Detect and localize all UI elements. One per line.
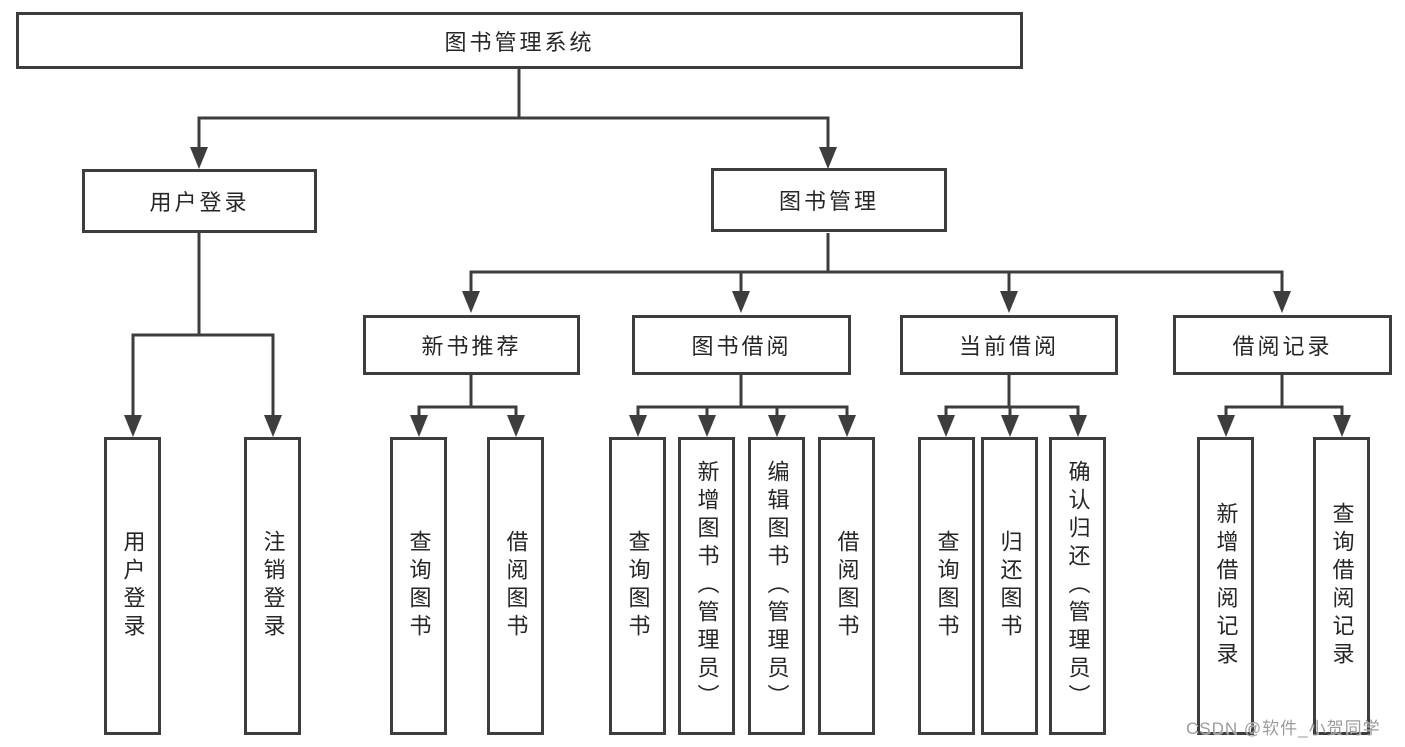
node-label: 注销登录 bbox=[260, 530, 286, 642]
node-label: 新增借阅记录 bbox=[1213, 502, 1239, 670]
leaf-return-books: 归还图书 bbox=[981, 437, 1038, 735]
node-label: 借阅图书 bbox=[834, 530, 860, 642]
node-book-management-branch: 图书管理 bbox=[711, 168, 947, 232]
node-label: 用户登录 bbox=[120, 530, 146, 642]
node-label: 借阅记录 bbox=[1232, 334, 1333, 359]
node-label: 查询借阅记录 bbox=[1329, 502, 1355, 670]
node-current-borrow: 当前借阅 bbox=[900, 315, 1118, 375]
node-label: 新增图书（管理员） bbox=[694, 460, 720, 712]
node-label: 编辑图书（管理员） bbox=[764, 460, 790, 712]
leaf-query-books-recommend: 查询图书 bbox=[390, 437, 447, 735]
node-borrow-records: 借阅记录 bbox=[1173, 315, 1392, 375]
node-label: 借阅图书 bbox=[503, 530, 529, 642]
node-label: 图书管理系统 bbox=[444, 29, 595, 55]
node-label: 图书借阅 bbox=[691, 334, 792, 359]
node-label: 当前借阅 bbox=[958, 334, 1059, 359]
node-book-borrow: 图书借阅 bbox=[632, 315, 851, 375]
leaf-borrow-books-borrow: 借阅图书 bbox=[818, 437, 875, 735]
csdn-watermark: CSDN @软件_小贺同学 bbox=[1186, 719, 1381, 738]
leaf-borrow-books-recommend: 借阅图书 bbox=[487, 437, 544, 735]
node-label: 图书管理 bbox=[778, 189, 879, 214]
leaf-add-borrow-record: 新增借阅记录 bbox=[1197, 437, 1254, 735]
node-label: 查询图书 bbox=[406, 530, 432, 642]
node-label: 确认归还（管理员） bbox=[1065, 460, 1091, 712]
node-library-management-system: 图书管理系统 bbox=[16, 12, 1023, 69]
leaf-query-books-current: 查询图书 bbox=[918, 437, 975, 735]
leaf-add-books-admin: 新增图书（管理员） bbox=[678, 437, 735, 735]
leaf-confirm-return-admin: 确认归还（管理员） bbox=[1049, 437, 1106, 735]
node-user-login-branch: 用户登录 bbox=[82, 169, 317, 233]
node-label: 查询图书 bbox=[934, 530, 960, 642]
node-label: 归还图书 bbox=[997, 530, 1023, 642]
leaf-logout: 注销登录 bbox=[244, 437, 301, 735]
node-new-book-recommend: 新书推荐 bbox=[363, 315, 580, 375]
leaf-query-borrow-record: 查询借阅记录 bbox=[1313, 437, 1370, 735]
node-label: 用户登录 bbox=[149, 190, 250, 215]
node-label: 新书推荐 bbox=[421, 334, 522, 359]
leaf-user-login: 用户登录 bbox=[104, 437, 161, 735]
arrowheads bbox=[124, 147, 1351, 437]
node-label: 查询图书 bbox=[625, 530, 651, 642]
leaf-edit-books-admin: 编辑图书（管理员） bbox=[748, 437, 805, 735]
leaf-query-books-borrow: 查询图书 bbox=[609, 437, 666, 735]
